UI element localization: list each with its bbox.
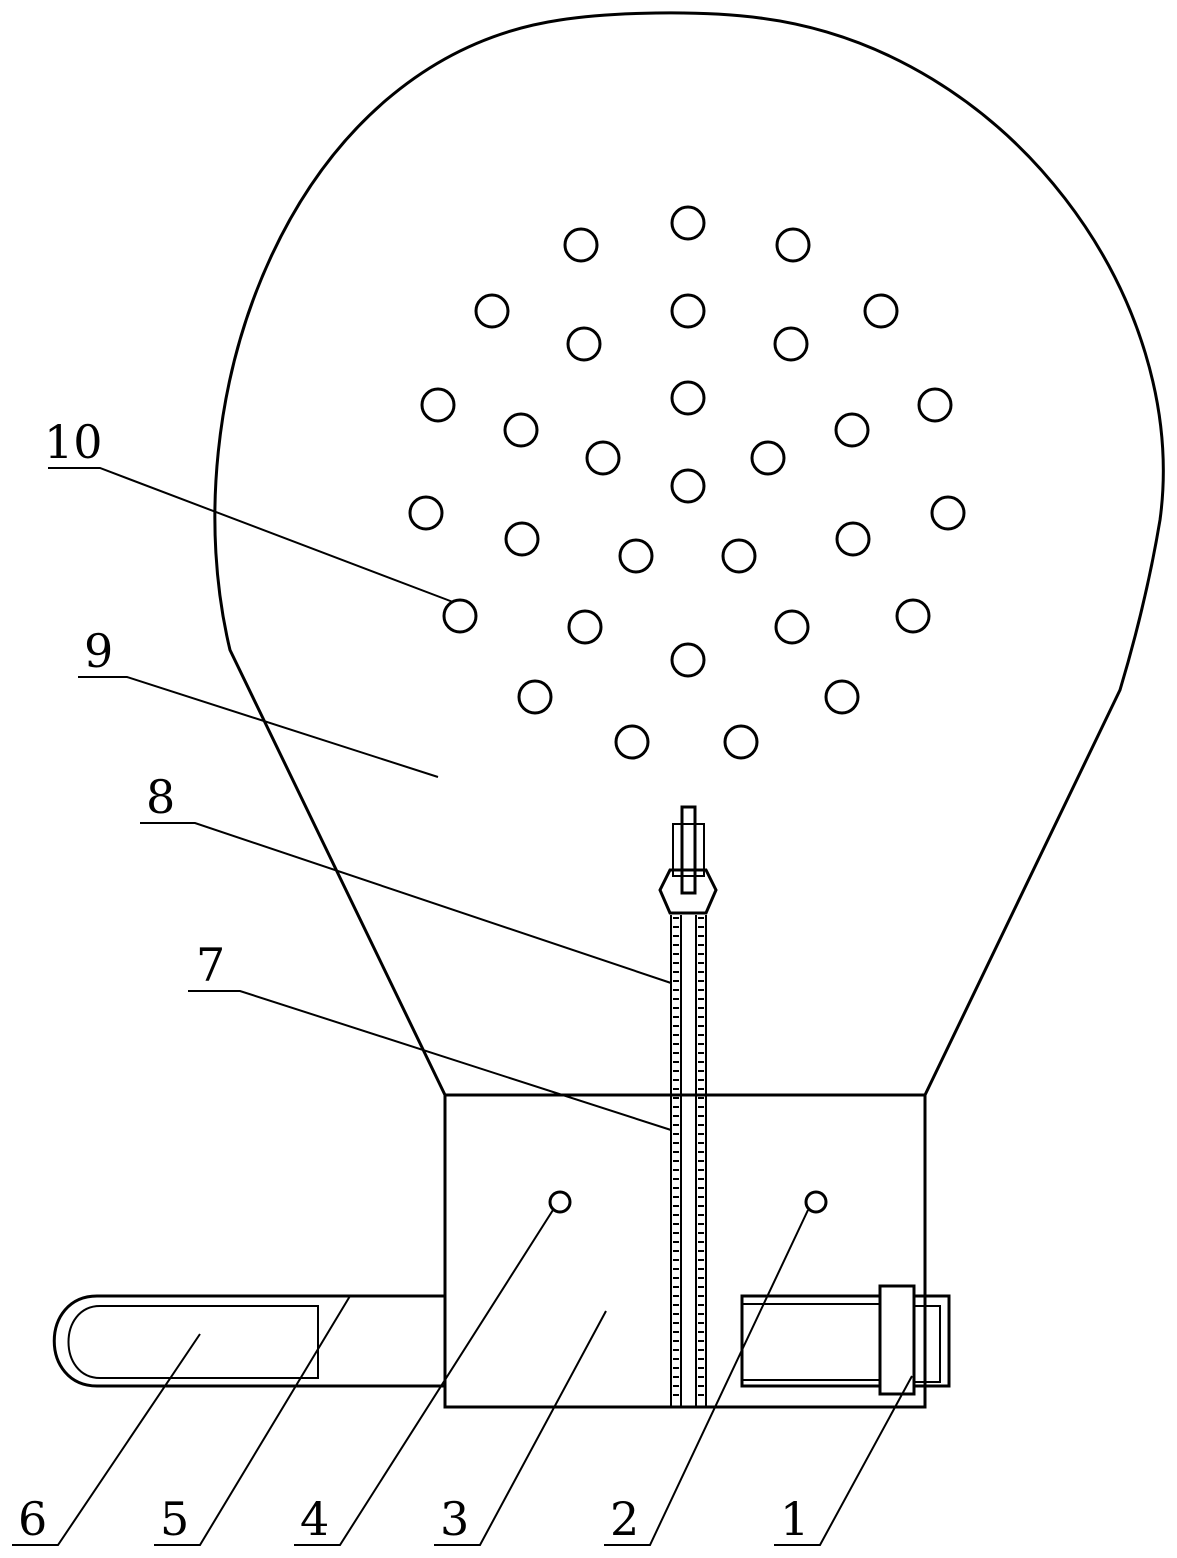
hole: [672, 644, 704, 676]
hole: [672, 382, 704, 414]
hole: [837, 523, 869, 555]
strap-inner: [69, 1306, 319, 1378]
leader-10: [48, 468, 453, 602]
label-3: 3: [440, 1492, 469, 1546]
label-5: 5: [160, 1492, 189, 1546]
hole: [569, 611, 601, 643]
hole: [672, 470, 704, 502]
hole: [836, 414, 868, 446]
hole: [752, 442, 784, 474]
snap-button-left: [550, 1192, 570, 1212]
hole: [672, 207, 704, 239]
label-2: 2: [610, 1492, 639, 1546]
hole: [519, 681, 551, 713]
zipper-teeth: [673, 918, 704, 1395]
hole: [587, 442, 619, 474]
hole: [725, 726, 757, 758]
zipper-tab: [682, 807, 695, 893]
hole: [506, 523, 538, 555]
zipper-tab-frame: [673, 824, 704, 876]
hole: [777, 229, 809, 261]
strap-outer: [54, 1296, 445, 1386]
hole: [672, 295, 704, 327]
hole: [775, 328, 807, 360]
label-9: 9: [84, 624, 113, 678]
hole: [723, 540, 755, 572]
hole: [919, 389, 951, 421]
hole: [865, 295, 897, 327]
label-8: 8: [146, 770, 175, 824]
snap-button-right: [806, 1192, 826, 1212]
hole: [616, 726, 648, 758]
strap-right-inner: [742, 1304, 880, 1380]
ventilation-holes: [410, 207, 964, 758]
hole: [444, 600, 476, 632]
strap-right-outer: [742, 1296, 949, 1386]
zipper: [671, 915, 706, 1407]
hole: [620, 540, 652, 572]
label-6: 6: [18, 1492, 47, 1546]
hole: [505, 414, 537, 446]
bag-outline: [215, 13, 1163, 1095]
right-strap: [742, 1286, 949, 1394]
hole: [565, 229, 597, 261]
left-strap: [54, 1296, 445, 1386]
hole: [897, 600, 929, 632]
hole: [568, 328, 600, 360]
hole: [776, 611, 808, 643]
hole: [932, 497, 964, 529]
label-4: 4: [300, 1492, 329, 1546]
label-10: 10: [44, 415, 103, 469]
hole: [476, 295, 508, 327]
leader-4: [294, 1210, 553, 1545]
hole: [826, 681, 858, 713]
leader-9: [78, 677, 438, 777]
label-1: 1: [780, 1492, 809, 1546]
label-7: 7: [196, 938, 225, 992]
hole: [422, 389, 454, 421]
buckle: [880, 1286, 914, 1394]
zipper-pull: [660, 807, 716, 913]
bottom-box: [445, 1095, 925, 1407]
hole: [410, 497, 442, 529]
